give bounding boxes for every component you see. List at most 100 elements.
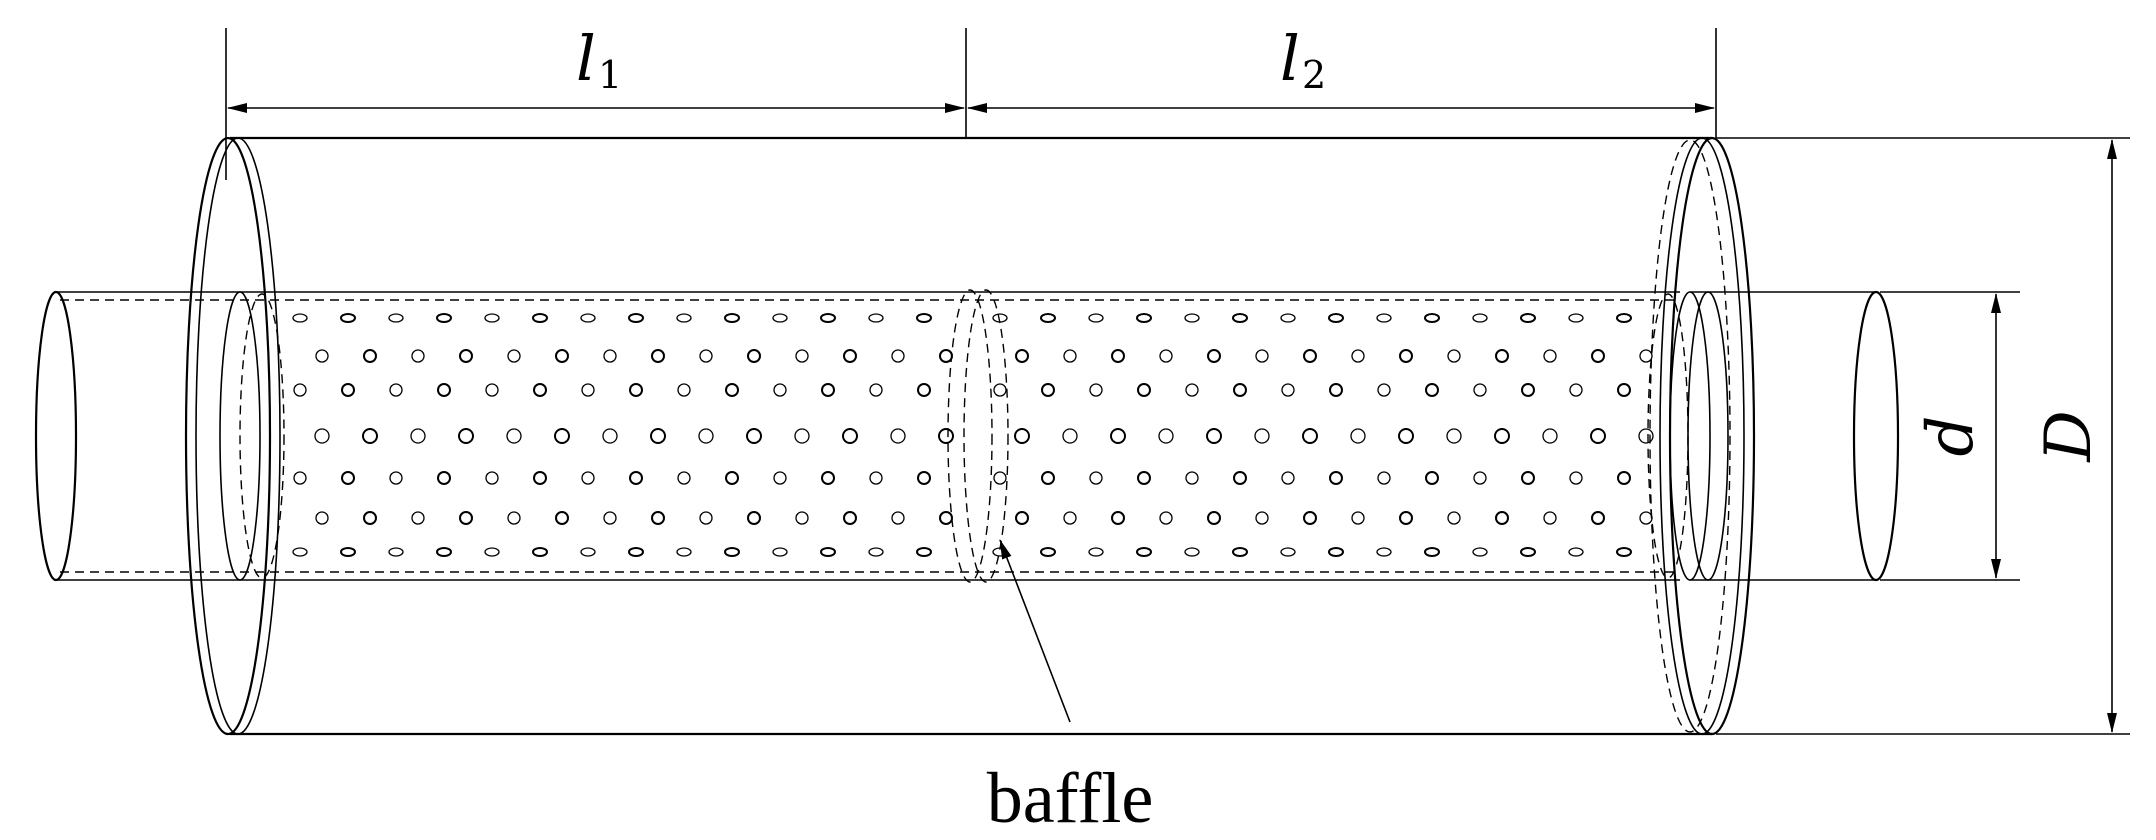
perforation-hole [437, 471, 451, 485]
perforation-hole [891, 511, 905, 525]
perforation-hole [1520, 547, 1536, 557]
perforation-hole [1473, 383, 1487, 397]
perforation-hole [1616, 547, 1632, 557]
perforation-hole [363, 511, 377, 525]
perforation-hole [1590, 428, 1606, 444]
perforation-hole [890, 428, 906, 444]
perforation-hole [1424, 547, 1440, 557]
perforation-hole [484, 313, 500, 323]
inner-diameter-dimension: d [1880, 291, 2020, 581]
perforation-hole [1568, 313, 1584, 323]
perforation-hole [676, 547, 692, 557]
perforation-hole [1568, 547, 1584, 557]
perforation-hole [794, 428, 810, 444]
perforation-hole [507, 511, 521, 525]
perforation-hole [795, 349, 809, 363]
perforation-hole [1351, 349, 1365, 363]
perforation-hole [869, 471, 883, 485]
perforation-hole [603, 511, 617, 525]
perforation-hole [1399, 511, 1413, 525]
perforation-hole [1232, 547, 1248, 557]
perforation-hole [843, 511, 857, 525]
perforation-hole [1328, 547, 1344, 557]
perforation-hole [676, 313, 692, 323]
perforation-hole [725, 383, 739, 397]
perforation-hole [1111, 511, 1125, 525]
perforation-hole [1521, 383, 1535, 397]
perforation-hole [1542, 428, 1558, 444]
perforation-hole [917, 471, 931, 485]
perforation-hole [533, 471, 547, 485]
baffle-label: baffle [987, 758, 1154, 838]
perforation-hole [1232, 313, 1248, 323]
perforation-hole [1473, 471, 1487, 485]
perforation-hole [1639, 511, 1653, 525]
perforation-hole [1398, 428, 1414, 444]
perforation-hole [628, 313, 644, 323]
perforation-hole [388, 313, 404, 323]
perforation-hole [629, 471, 643, 485]
d-label: d [1914, 416, 1988, 457]
perforation-hole [1089, 383, 1103, 397]
perforation-hole [917, 383, 931, 397]
perforation-hole [506, 428, 522, 444]
perforation-hole [1302, 428, 1318, 444]
perforation-hole [1303, 511, 1317, 525]
perforation-hole [821, 383, 835, 397]
perforation-hole [580, 547, 596, 557]
perforation-hole [555, 349, 569, 363]
perforation-hole [437, 383, 451, 397]
perforation-hole [1255, 349, 1269, 363]
perforation-hole [1520, 313, 1536, 323]
perforation-hole [1569, 471, 1583, 485]
perforation-hole [1472, 547, 1488, 557]
perforation-hole [1158, 428, 1174, 444]
perforation-hole [1494, 428, 1510, 444]
perforation-hole [1111, 349, 1125, 363]
perforation-hole [436, 313, 452, 323]
perforation-hole [772, 547, 788, 557]
perforation-hole [1184, 313, 1200, 323]
perforation-hole [677, 383, 691, 397]
perforation-hole [1015, 349, 1029, 363]
perforation-hole [1543, 511, 1557, 525]
perforation-hole [1255, 511, 1269, 525]
perforation-hole [1617, 383, 1631, 397]
perforation-hole [1136, 313, 1152, 323]
perforation-hole [1089, 471, 1103, 485]
perforation-hole [410, 428, 426, 444]
perforation-hole [1376, 547, 1392, 557]
perforation-hole [891, 349, 905, 363]
perforation-hole [1377, 471, 1391, 485]
perforation-hole [699, 511, 713, 525]
inlet-pipe [34, 290, 240, 582]
l2-subscript: 2 [1302, 53, 1326, 97]
l1-label: l [576, 22, 596, 95]
perforation-hole [1207, 511, 1221, 525]
perforation-hole [1377, 383, 1391, 397]
perforation-holes [292, 313, 1654, 557]
perforation-hole [1617, 471, 1631, 485]
perforation-hole [341, 383, 355, 397]
perforation-hole [773, 383, 787, 397]
perforation-hole [389, 383, 403, 397]
perforated-tube [219, 291, 1711, 581]
perforation-hole [532, 313, 548, 323]
perforation-hole [724, 547, 740, 557]
perforation-hole [1041, 471, 1055, 485]
perforation-hole [292, 313, 308, 323]
perforation-hole [507, 349, 521, 363]
perforation-hole [1041, 383, 1055, 397]
perforation-hole [1281, 471, 1295, 485]
perforation-hole [485, 383, 499, 397]
perforation-hole [651, 349, 665, 363]
perforation-hole [939, 349, 953, 363]
perforation-hole [699, 349, 713, 363]
perforation-hole [1329, 471, 1343, 485]
perforation-hole [1233, 383, 1247, 397]
perforation-hole [1495, 349, 1509, 363]
perforation-hole [292, 547, 308, 557]
perforation-hole [916, 547, 932, 557]
perforation-hole [1062, 428, 1078, 444]
